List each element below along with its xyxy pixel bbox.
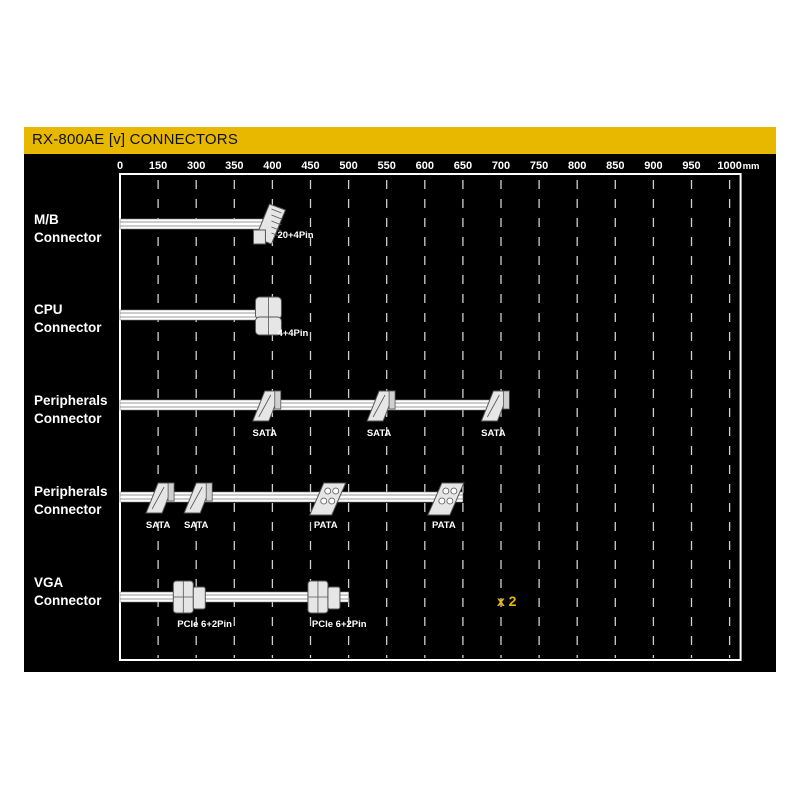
tick-label: 950 — [682, 160, 700, 172]
sata-connector-icon — [183, 482, 213, 514]
row-label: CPU Connector — [34, 301, 102, 337]
pcie-connector-icon — [172, 580, 206, 614]
tick-label: 800 — [568, 160, 586, 172]
row-label: VGA Connector — [34, 574, 102, 610]
tick-label: 500 — [339, 160, 357, 172]
pata-connector-icon — [427, 482, 465, 516]
row-label-line: Connector — [34, 593, 102, 608]
tick-label: 700 — [492, 160, 510, 172]
tick-label: 750 — [530, 160, 548, 172]
connector-label: PATA — [314, 520, 338, 531]
connector-label: 20+4Pin — [277, 230, 313, 241]
sata-connector-icon — [480, 390, 511, 422]
axis-unit: mm — [743, 161, 760, 172]
row-label-line: M/B — [34, 212, 59, 227]
connector-label: SATA — [253, 428, 278, 439]
pcie-connector-icon — [307, 580, 341, 614]
cable — [119, 491, 464, 503]
connector-label: SATA — [184, 520, 209, 531]
row-label-line: CPU — [34, 302, 63, 317]
row-label-line: VGA — [34, 575, 64, 590]
tick-label: 300 — [187, 160, 205, 172]
connector-label: SATA — [367, 428, 392, 439]
row-label: M/B Connector — [34, 211, 102, 247]
row-label-line: Connector — [34, 502, 102, 517]
pata-connector-icon — [308, 482, 347, 516]
tick-label: 150 — [149, 160, 167, 172]
connector-label: 4+4Pin — [277, 328, 308, 339]
tick-label: 900 — [644, 160, 662, 172]
eps-connector-icon — [254, 296, 282, 336]
connector-label: PCIe 6+2Pin — [312, 619, 367, 630]
row-label-line: Peripherals — [34, 484, 108, 499]
tick-label: 450 — [301, 160, 319, 172]
tick-label: 650 — [454, 160, 472, 172]
row-label-line: Peripherals — [34, 393, 108, 408]
multiplier-label: x 2 — [497, 593, 517, 609]
row-label-line: Connector — [34, 320, 102, 335]
cable — [119, 218, 273, 230]
tick-label: 850 — [606, 160, 624, 172]
tick-label: 350 — [225, 160, 243, 172]
connector-label: SATA — [146, 520, 171, 531]
connector-label: PCIe 6+2Pin — [177, 619, 232, 630]
cable — [119, 591, 349, 603]
sata-connector-icon — [366, 390, 396, 422]
connectors-panel: RX-800AE [v] CONNECTORS 0 150 300 350 400 450… — [24, 127, 776, 672]
sata-connector-icon — [252, 390, 282, 422]
atx-connector-icon — [252, 203, 287, 245]
connector-label: PATA — [432, 520, 456, 531]
row-label-line: Connector — [34, 230, 102, 245]
cable — [119, 399, 502, 411]
tick-label: 400 — [263, 160, 281, 172]
row-label-line: Connector — [34, 411, 102, 426]
connector-label: SATA — [481, 428, 506, 439]
tick-label: 1000 — [717, 160, 741, 172]
sata-connector-icon — [145, 482, 175, 514]
tick-label: 550 — [378, 160, 396, 172]
tick-label: 0 — [117, 160, 123, 172]
chart-frame — [119, 173, 742, 661]
cable — [119, 309, 273, 321]
panel-title: RX-800AE [v] CONNECTORS — [32, 131, 239, 148]
connector-diagram: 0 150 300 350 400 450 500 550 600 650 700 750 800 850… — [117, 160, 760, 661]
title-bar: RX-800AE [v] CONNECTORS — [24, 127, 776, 154]
tick-label: 600 — [416, 160, 434, 172]
